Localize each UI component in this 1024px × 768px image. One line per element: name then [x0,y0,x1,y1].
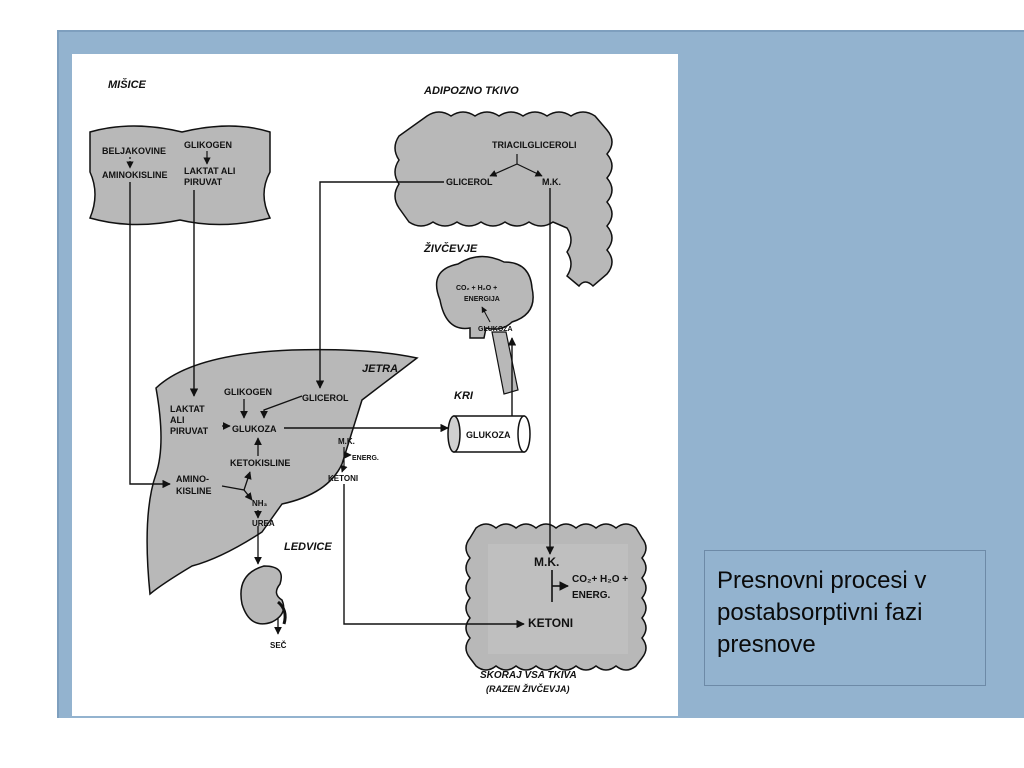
brain-co2: CO₂ + H₂O + [456,285,497,292]
adipose-shape [394,111,613,288]
label-zivcevje: ŽIVČEVJE [423,242,478,255]
liver-laktat: LAKTAT [170,404,205,414]
caption-box: Presnovni procesi v postabsorptivni fazi… [704,550,986,686]
adipose-mk: M.K. [542,177,561,187]
label-tkiva-note: (RAZEN ŽIVČEVJA) [486,683,570,694]
liver-ali: ALI [170,415,185,425]
adipose-glicerol: GLICEROL [446,177,493,187]
caption-text: Presnovni procesi v postabsorptivni fazi… [717,567,927,658]
muscle-aminokisline: AMINOKISLINE [102,170,168,180]
kidney-sec: SEČ [270,641,287,650]
kidney-shape [240,565,285,625]
muscle-shape [88,125,272,226]
liver-urea: UREA [252,519,275,528]
liver-ketokisline: KETOKISLINE [230,458,290,468]
liver-mk: M.K. [338,437,355,446]
label-kri: KRI [454,390,474,402]
liver-amino1: AMINO- [176,474,209,484]
liver-glikogen: GLIKOGEN [224,387,272,397]
muscle-laktat: LAKTAT ALI [184,166,235,176]
label-tkiva: SKORAJ VSA TKIVA [480,670,577,681]
brain-glukoza: GLUKOZA [478,326,513,333]
brain-shape [435,255,534,339]
tissues-ketoni: KETONI [528,616,573,630]
metabolism-diagram: MIŠICE BELJAKOVINE GLIKOGEN AMINOKISLINE… [72,54,678,716]
tissues-co2: CO₂+ H₂O + [572,574,628,585]
tissues-energ: ENERG. [572,590,611,601]
brain-energija: ENERGIJA [464,296,500,303]
blood-vessel [447,415,531,453]
liver-amino2: KISLINE [176,486,212,496]
label-adipozno: ADIPOZNO TKIVO [423,85,519,97]
liver-glukoza: GLUKOZA [232,424,277,434]
label-misice: MIŠICE [108,78,147,91]
liver-shape [146,348,419,596]
liver-glicerol: GLICEROL [302,393,349,403]
muscle-glikogen: GLIKOGEN [184,140,232,150]
adipose-triacilgliceroli: TRIACILGLICEROLI [492,140,577,150]
label-jetra: JETRA [362,363,398,375]
muscle-piruvat: PIRUVAT [184,177,223,187]
brainstem-shape [491,331,519,395]
label-ledvice: LEDVICE [284,541,332,553]
muscle-beljakovine: BELJAKOVINE [102,146,166,156]
tissues-mk: M.K. [534,555,559,569]
liver-piruvat: PIRUVAT [170,426,209,436]
liver-ketoni: KETONI [328,474,358,483]
liver-energ: ENERG. [352,455,379,462]
liver-nh3: NH₃ [252,499,268,508]
blood-glukoza: GLUKOZA [466,430,511,440]
